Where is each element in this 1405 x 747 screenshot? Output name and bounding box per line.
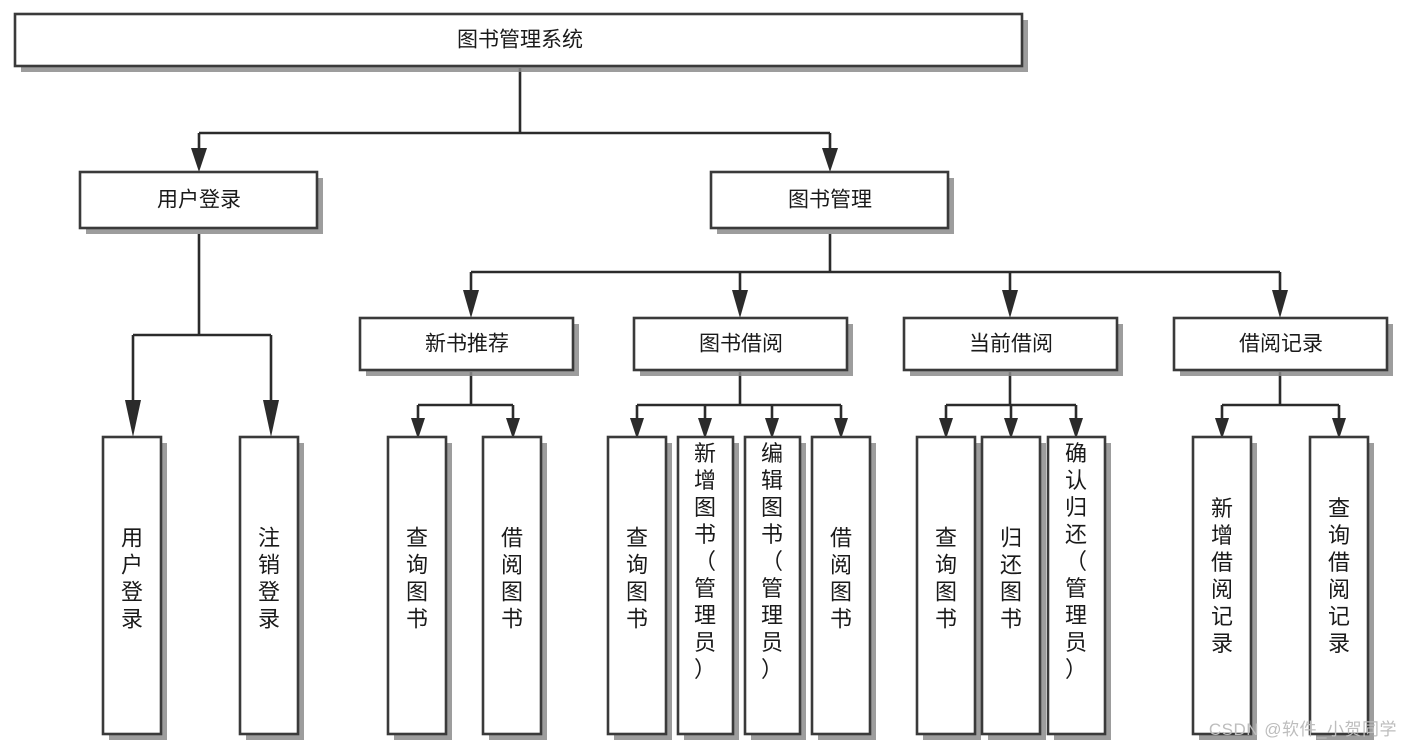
node-label-current-borrow: 当前借阅 [969, 333, 1053, 356]
node-rect [78, 170, 319, 230]
node-rect [743, 435, 802, 736]
node-borrow-record[interactable]: 借阅记录 [1172, 316, 1393, 376]
arrow-icon [698, 418, 712, 439]
node-leaf-query-book-1[interactable]: 查询图书 [386, 435, 452, 740]
node-leaf-logout-login[interactable]: 注销登录 [238, 435, 304, 740]
node-leaf-borrow-book-1[interactable]: 借阅图书 [481, 435, 547, 740]
arrowhead-layer [125, 148, 1346, 439]
node-rect [101, 435, 163, 736]
node-rect [1046, 435, 1107, 736]
connector-bookmanage-to-level3 [469, 234, 1282, 294]
arrow-icon [411, 418, 425, 439]
arrow-icon [263, 400, 279, 437]
node-leaf-edit-book[interactable]: 编辑图书（管理员） [743, 435, 806, 740]
node-rect [902, 316, 1119, 372]
node-leaf-add-book[interactable]: 新增图书（管理员） [676, 435, 739, 740]
connector-root-to-level2 [197, 68, 832, 152]
node-rect [810, 435, 872, 736]
connector-newbook-to-leaves [416, 372, 515, 424]
node-rect [1172, 316, 1389, 372]
arrow-icon [1002, 290, 1018, 318]
arrow-icon [765, 418, 779, 439]
node-label-root: 图书管理系统 [457, 29, 583, 52]
node-label-leaf-return-book: 归还图书 [1000, 526, 1022, 632]
node-root[interactable]: 图书管理系统 [13, 12, 1028, 72]
node-label-leaf-user-login: 用户登录 [121, 526, 143, 632]
arrow-icon [191, 148, 207, 172]
node-label-book-borrow: 图书借阅 [699, 333, 783, 356]
node-label-leaf-query-record: 查询借阅记录 [1328, 496, 1350, 656]
node-rect [1308, 435, 1370, 736]
arrow-icon [1069, 418, 1083, 439]
arrow-icon [1004, 418, 1018, 439]
node-rect [386, 435, 448, 736]
node-rect [238, 435, 300, 736]
node-label-leaf-edit-book: 编辑图书（管理员） [761, 441, 783, 682]
arrow-icon [834, 418, 848, 439]
node-label-borrow-record: 借阅记录 [1239, 333, 1323, 356]
node-label-leaf-borrow-book-2: 借阅图书 [830, 526, 852, 632]
node-rect [915, 435, 977, 736]
node-rect [709, 170, 950, 230]
node-leaf-query-book-3[interactable]: 查询图书 [915, 435, 981, 740]
arrow-icon [506, 418, 520, 439]
node-book-borrow[interactable]: 图书借阅 [632, 316, 853, 376]
node-rect [632, 316, 849, 372]
node-label-leaf-logout-login: 注销登录 [258, 526, 280, 632]
node-rect [676, 435, 735, 736]
node-label-leaf-query-book-2: 查询图书 [626, 526, 648, 632]
node-user-login[interactable]: 用户登录 [78, 170, 323, 234]
csdn-watermark: CSDN @软件_小贺同学 [1208, 720, 1397, 739]
node-label-book-manage: 图书管理 [788, 189, 872, 212]
connector-userlogin-to-leaves [131, 234, 273, 400]
node-label-leaf-query-book-3: 查询图书 [935, 526, 957, 632]
connector-borrowrecord-to-leaves [1220, 372, 1341, 424]
node-label-leaf-add-record: 新增借阅记录 [1211, 496, 1233, 656]
node-rect [358, 316, 575, 372]
arrow-icon [1272, 290, 1288, 318]
connector-bookborrow-to-leaves [635, 372, 843, 424]
node-label-new-book-rec: 新书推荐 [425, 333, 509, 356]
node-rect [481, 435, 543, 736]
node-leaf-add-record[interactable]: 新增借阅记录 [1191, 435, 1257, 740]
node-rect [1191, 435, 1253, 736]
node-label-leaf-add-book: 新增图书（管理员） [694, 441, 716, 682]
node-current-borrow[interactable]: 当前借阅 [902, 316, 1123, 376]
node-rect [980, 435, 1042, 736]
arrow-icon [125, 400, 141, 437]
arrow-icon [1332, 418, 1346, 439]
node-new-book-rec[interactable]: 新书推荐 [358, 316, 579, 376]
node-leaf-borrow-book-2[interactable]: 借阅图书 [810, 435, 876, 740]
arrow-icon [463, 290, 479, 318]
node-rect [13, 12, 1024, 68]
node-rect [606, 435, 668, 736]
node-leaf-query-record[interactable]: 查询借阅记录 [1308, 435, 1374, 740]
arrow-icon [732, 290, 748, 318]
node-label-user-login: 用户登录 [157, 189, 241, 212]
node-leaf-return-book[interactable]: 归还图书 [980, 435, 1046, 740]
arrow-icon [822, 148, 838, 172]
node-label-leaf-query-book-1: 查询图书 [406, 526, 428, 632]
node-leaf-confirm-return[interactable]: 确认归还（管理员） [1046, 435, 1111, 740]
node-label-leaf-borrow-book-1: 借阅图书 [501, 526, 523, 632]
arrow-icon [1215, 418, 1229, 439]
arrow-icon [630, 418, 644, 439]
node-label-leaf-confirm-return: 确认归还（管理员） [1065, 441, 1087, 682]
node-leaf-user-login[interactable]: 用户登录 [101, 435, 167, 740]
connector-currentborrow-to-leaves [944, 372, 1078, 424]
node-leaf-query-book-2[interactable]: 查询图书 [606, 435, 672, 740]
node-book-manage[interactable]: 图书管理 [709, 170, 954, 234]
arrow-icon [939, 418, 953, 439]
